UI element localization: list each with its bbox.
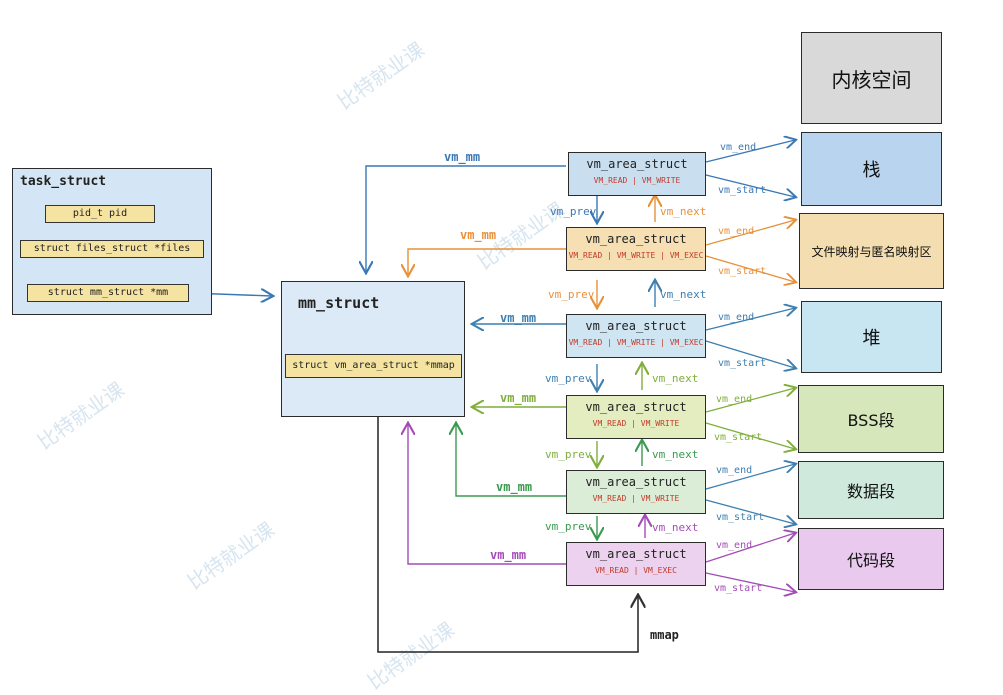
vm-start-label: vm_start <box>714 432 763 443</box>
vm-mm-label: vm_mm <box>490 548 527 562</box>
vm-area-struct-2: vm_area_struct VM_READ | VM_WRITE | VM_E… <box>566 227 706 271</box>
vm-next-label: vm_next <box>652 521 699 534</box>
segment-data: 数据段 <box>798 461 944 519</box>
vm-area-struct-6: vm_area_struct VM_READ | VM_EXEC <box>566 542 706 586</box>
vm-area-struct-4: vm_area_struct VM_READ | VM_WRITE <box>566 395 706 439</box>
vm-prev-label: vm_prev <box>548 288 595 301</box>
segment-heap: 堆 <box>801 301 942 373</box>
task-struct-title: task_struct <box>20 174 107 189</box>
vm-next-label: vm_next <box>652 372 699 385</box>
vm-area-struct-3: vm_area_struct VM_READ | VM_WRITE | VM_E… <box>566 314 706 358</box>
vm-prev-label: vm_prev <box>545 520 592 533</box>
mm-struct-field-mmap: struct vm_area_struct *mmap <box>285 354 462 378</box>
vm-area-struct-title: vm_area_struct <box>585 547 687 561</box>
vm-mm-label: vm_mm <box>496 480 533 494</box>
vm-start-label: vm_start <box>714 583 763 594</box>
vm-area-struct-flags: VM_READ | VM_WRITE <box>592 419 680 428</box>
vm-mm-label: vm_mm <box>500 391 537 405</box>
vm-mm-label: vm_mm <box>444 150 481 164</box>
vm-area-struct-flags: VM_READ | VM_EXEC <box>595 566 677 575</box>
vm-end-label: vm_end <box>716 540 753 551</box>
task-struct-field-files: struct files_struct *files <box>20 240 204 258</box>
vm-area-struct-1: vm_area_struct VM_READ | VM_WRITE <box>568 152 706 196</box>
vm-area-struct-title: vm_area_struct <box>585 400 687 414</box>
vm-end-label: vm_end <box>716 394 753 405</box>
segment-bss: BSS段 <box>798 385 944 453</box>
vm-area-struct-flags: VM_READ | VM_WRITE | VM_EXEC <box>568 338 704 347</box>
connector-arrows <box>189 0 943 653</box>
vm-start-label: vm_start <box>716 512 765 523</box>
segment-kernel-space: 内核空间 <box>801 32 942 124</box>
vm-area-struct-title: vm_area_struct <box>586 157 688 171</box>
vm-mm-label: vm_mm <box>460 228 497 242</box>
vm-mm-label: vm_mm <box>500 311 537 325</box>
vm-next-label: vm_next <box>660 288 707 301</box>
vm-start-label: vm_start <box>718 185 767 196</box>
vm-next-label: vm_next <box>660 205 707 218</box>
task-struct-field-pid: pid_t pid <box>45 205 155 223</box>
segment-text: 代码段 <box>798 528 944 590</box>
vm-area-struct-5: vm_area_struct VM_READ | VM_WRITE <box>566 470 706 514</box>
vm-area-struct-title: vm_area_struct <box>585 475 687 489</box>
mm-struct-box <box>281 281 465 417</box>
vm-next-label: vm_next <box>652 448 699 461</box>
vm-area-struct-flags: VM_READ | VM_WRITE | VM_EXEC <box>568 251 704 260</box>
vm-prev-label: vm_prev <box>550 205 597 218</box>
mmap-label: mmap <box>650 628 679 642</box>
vm-area-struct-title: vm_area_struct <box>585 319 687 333</box>
mm-struct-title: mm_struct <box>298 294 380 312</box>
task-struct-field-mm: struct mm_struct *mm <box>27 284 189 302</box>
vm-prev-label: vm_prev <box>545 372 592 385</box>
vm-start-label: vm_start <box>718 266 767 277</box>
vm-end-label: vm_end <box>718 312 755 323</box>
vm-area-struct-flags: VM_READ | VM_WRITE <box>593 176 681 185</box>
vm-area-struct-flags: VM_READ | VM_WRITE <box>592 494 680 503</box>
segment-mmap-area: 文件映射与匿名映射区 <box>799 213 944 289</box>
segment-stack: 栈 <box>801 132 942 206</box>
vm-end-label: vm_end <box>720 142 757 153</box>
vm-end-label: vm_end <box>716 465 753 476</box>
vm-end-label: vm_end <box>718 226 755 237</box>
vm-prev-label: vm_prev <box>545 448 592 461</box>
vm-start-label: vm_start <box>718 358 767 369</box>
vm-area-struct-title: vm_area_struct <box>585 232 687 246</box>
